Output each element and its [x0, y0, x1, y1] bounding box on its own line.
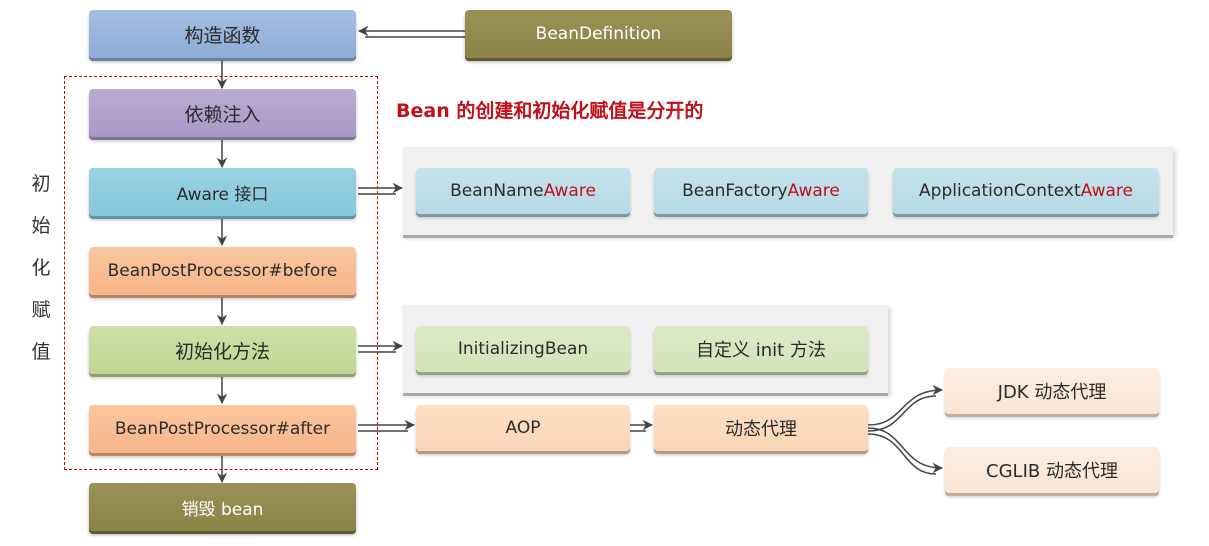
aware-item-prefix: BeanName [450, 181, 544, 201]
init-method-box: 初始化方法 [89, 326, 356, 374]
creation-init-note: Bean 的创建和初始化赋值是分开的 [396, 100, 704, 122]
dependency-injection-box: 依赖注入 [89, 89, 356, 137]
init-vertical-label: 初始化赋值 [31, 173, 51, 363]
destroy-bean-box: 销毁 bean [89, 483, 356, 531]
bpp-before-box: BeanPostProcessor#before [89, 247, 356, 295]
initializing-bean-box: InitializingBean [416, 326, 630, 372]
dynamic-proxy-box: 动态代理 [654, 405, 868, 451]
aware-item-prefix: ApplicationContext [919, 181, 1081, 201]
bpp-after-box: BeanPostProcessor#after [89, 405, 356, 453]
aware-item-prefix: BeanFactory [682, 181, 788, 201]
constructor-box: 构造函数 [89, 10, 356, 58]
custom-init-method-box: 自定义 init 方法 [654, 326, 868, 372]
bean-definition-box: BeanDefinition [465, 10, 732, 58]
aware-item-suffix: Aware [543, 181, 596, 201]
aware-item-suffix: Aware [787, 181, 840, 201]
initialization-region [64, 76, 378, 470]
aware-item-suffix: Aware [1080, 181, 1133, 201]
aop-box: AOP [416, 405, 630, 451]
jdk-proxy-box: JDK 动态代理 [945, 368, 1159, 414]
aware-interface-box: Aware 接口 [89, 168, 356, 216]
cglib-proxy-box: CGLIB 动态代理 [945, 447, 1159, 493]
